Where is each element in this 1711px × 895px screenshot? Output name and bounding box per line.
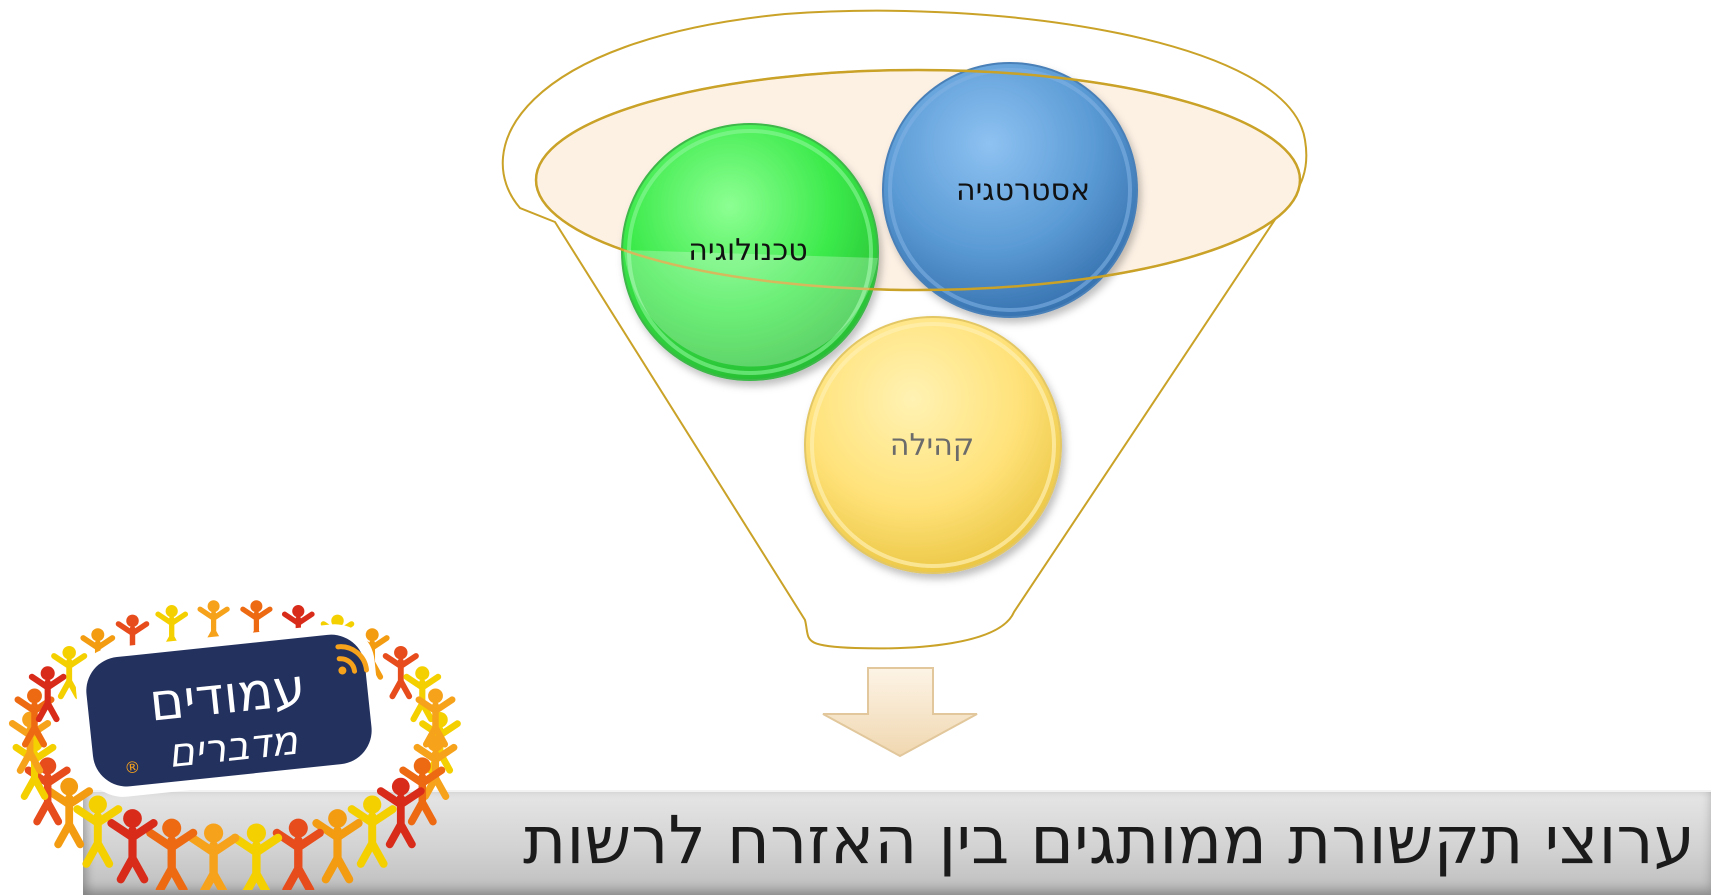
person-figure [230,823,283,890]
person-figure [312,809,363,884]
logo-sign: עמודים מדברים ® [75,624,383,797]
person-figure [272,818,324,890]
technology-label: טכנולוגיה [688,233,807,268]
amudim-medabrim-logo: עמודים מדברים ® [8,600,461,890]
broadcast-icon [335,644,369,675]
person-figure [415,688,456,748]
person-figure [45,777,94,849]
person-figure [73,795,123,868]
logo-registered-mark: ® [123,757,141,778]
person-figure [24,757,71,826]
strategy-circle [882,62,1138,318]
community-label: קהילה [890,428,974,463]
funnel-top-ellipse-edge [534,68,1302,292]
result-text: ערוצי תקשורת ממותגים בין האזרח לרשות [523,802,1695,879]
person-figure [28,666,67,723]
person-figure [376,777,425,849]
person-figure [347,795,397,868]
community-circle [804,316,1062,574]
person-figure [14,688,55,748]
person-figure [403,666,442,723]
strategy-label: אסטרטגיה [956,173,1090,208]
person-figure [146,818,198,890]
down-arrow [822,667,978,758]
person-figure [382,645,419,700]
person-figure [107,809,158,884]
person-figure [51,645,88,700]
technology-circle-lower-tint [624,250,878,367]
person-figure [187,823,240,890]
